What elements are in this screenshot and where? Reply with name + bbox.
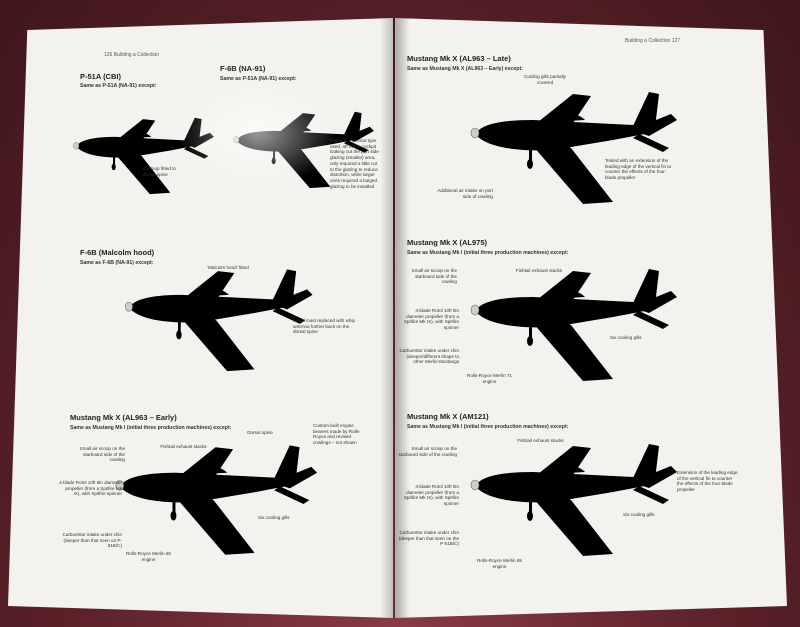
- annotation: Rolls-Royce Merlin 65 engine: [126, 551, 171, 562]
- annotation: Dorsal spine: [247, 430, 273, 435]
- annotation: Tested with an extension of the leading …: [605, 158, 672, 181]
- section-title: F-6B (NA-91): [220, 64, 266, 73]
- left-page: 126 Building a Collection P-51A (CBI) Sa…: [8, 18, 393, 618]
- annotation: 4-blade Rotol 10ft 9in diameter propelle…: [403, 308, 459, 331]
- annotation: Carburettor intake under chin (deeper th…: [62, 532, 123, 549]
- annotation: Cooling gills partially covered: [524, 74, 566, 85]
- annotation: Aerial mast replaced with whip antenna f…: [293, 318, 356, 335]
- annotation: Six cooling gills: [610, 335, 642, 340]
- annotation: Additional air intake on port side of co…: [437, 188, 493, 199]
- annotation: Small air scoop on the starboard side of…: [398, 446, 457, 457]
- section-subtitle: Same as Mustang Mk I (initial three prod…: [407, 424, 569, 430]
- annotation: 4-blade Rotol 10ft 9in diameter propelle…: [59, 480, 122, 497]
- section-subtitle: Same as P-51A (NA-91) except:: [80, 83, 157, 89]
- section-title: Mustang Mk X (AM121): [407, 412, 489, 421]
- annotation: Rolls-Royce Merlin 71 engine: [467, 373, 512, 384]
- annotation: Camera – Vertical type used, aft of the …: [330, 138, 379, 189]
- running-head: Building a Collection 127: [625, 38, 681, 44]
- section-subtitle: Same as Mustang Mk I (initial three prod…: [407, 250, 569, 256]
- annotation: Rolls-Royce Merlin 65 engine: [477, 558, 522, 569]
- section-title: Mustang Mk X (AL975): [407, 238, 488, 247]
- section-title: Mustang Mk X (AL963 – Early): [70, 413, 177, 422]
- annotation: Fishtail exhaust stacks: [517, 438, 564, 443]
- annotation: Six cooling gills: [258, 515, 290, 520]
- annotation: Fishtail exhaust stacks: [160, 444, 207, 449]
- annotation: Small air scoop on the starboard side of…: [411, 268, 457, 285]
- annotation: Fishtail exhaust stacks: [515, 268, 563, 273]
- annotation: Gill loop fitted to dorsal spine: [143, 166, 176, 177]
- mustang-illustration: [121, 269, 313, 372]
- right-page: Building a Collection 127 Mustang Mk X (…: [395, 18, 787, 618]
- section-title: P-51A (CBI): [80, 72, 121, 81]
- section-subtitle: Same as P-51A (NA-91) except:: [220, 76, 297, 82]
- section-title: F-6B (Malcolm hood): [80, 248, 155, 257]
- open-book: 126 Building a Collection P-51A (CBI) Sa…: [8, 18, 788, 618]
- annotation: Carburettor intake under chin (deeper/di…: [399, 348, 460, 365]
- section-subtitle: Same as F-6B (NA-91) except:: [80, 260, 154, 266]
- section-subtitle: Same as Mustang Mk I (initial three prod…: [70, 425, 232, 431]
- mustang-illustration: [466, 443, 678, 557]
- annotation: Small air scoop on the starboard side of…: [79, 446, 125, 463]
- annotation: 'Malcolm hood' fitted: [207, 265, 249, 270]
- section-subtitle: Same as Mustang Mk X (AL963 – Early) exc…: [407, 66, 523, 72]
- annotation: Extension of the leading edge of the ver…: [677, 470, 738, 493]
- annotation: Six cooling gills: [623, 512, 655, 517]
- annotation: Carburettor intake under chin (deeper th…: [398, 530, 459, 547]
- annotation: Custom-built engine bearers made by Roll…: [313, 423, 361, 446]
- mustang-illustration: [70, 117, 215, 195]
- running-head: 126 Building a Collection: [104, 52, 160, 58]
- section-title: Mustang Mk X (AL963 – Late): [407, 54, 511, 63]
- mustang-illustration: [466, 91, 678, 205]
- annotation: 4-blade Rotol 10ft 9in diameter propelle…: [403, 484, 459, 507]
